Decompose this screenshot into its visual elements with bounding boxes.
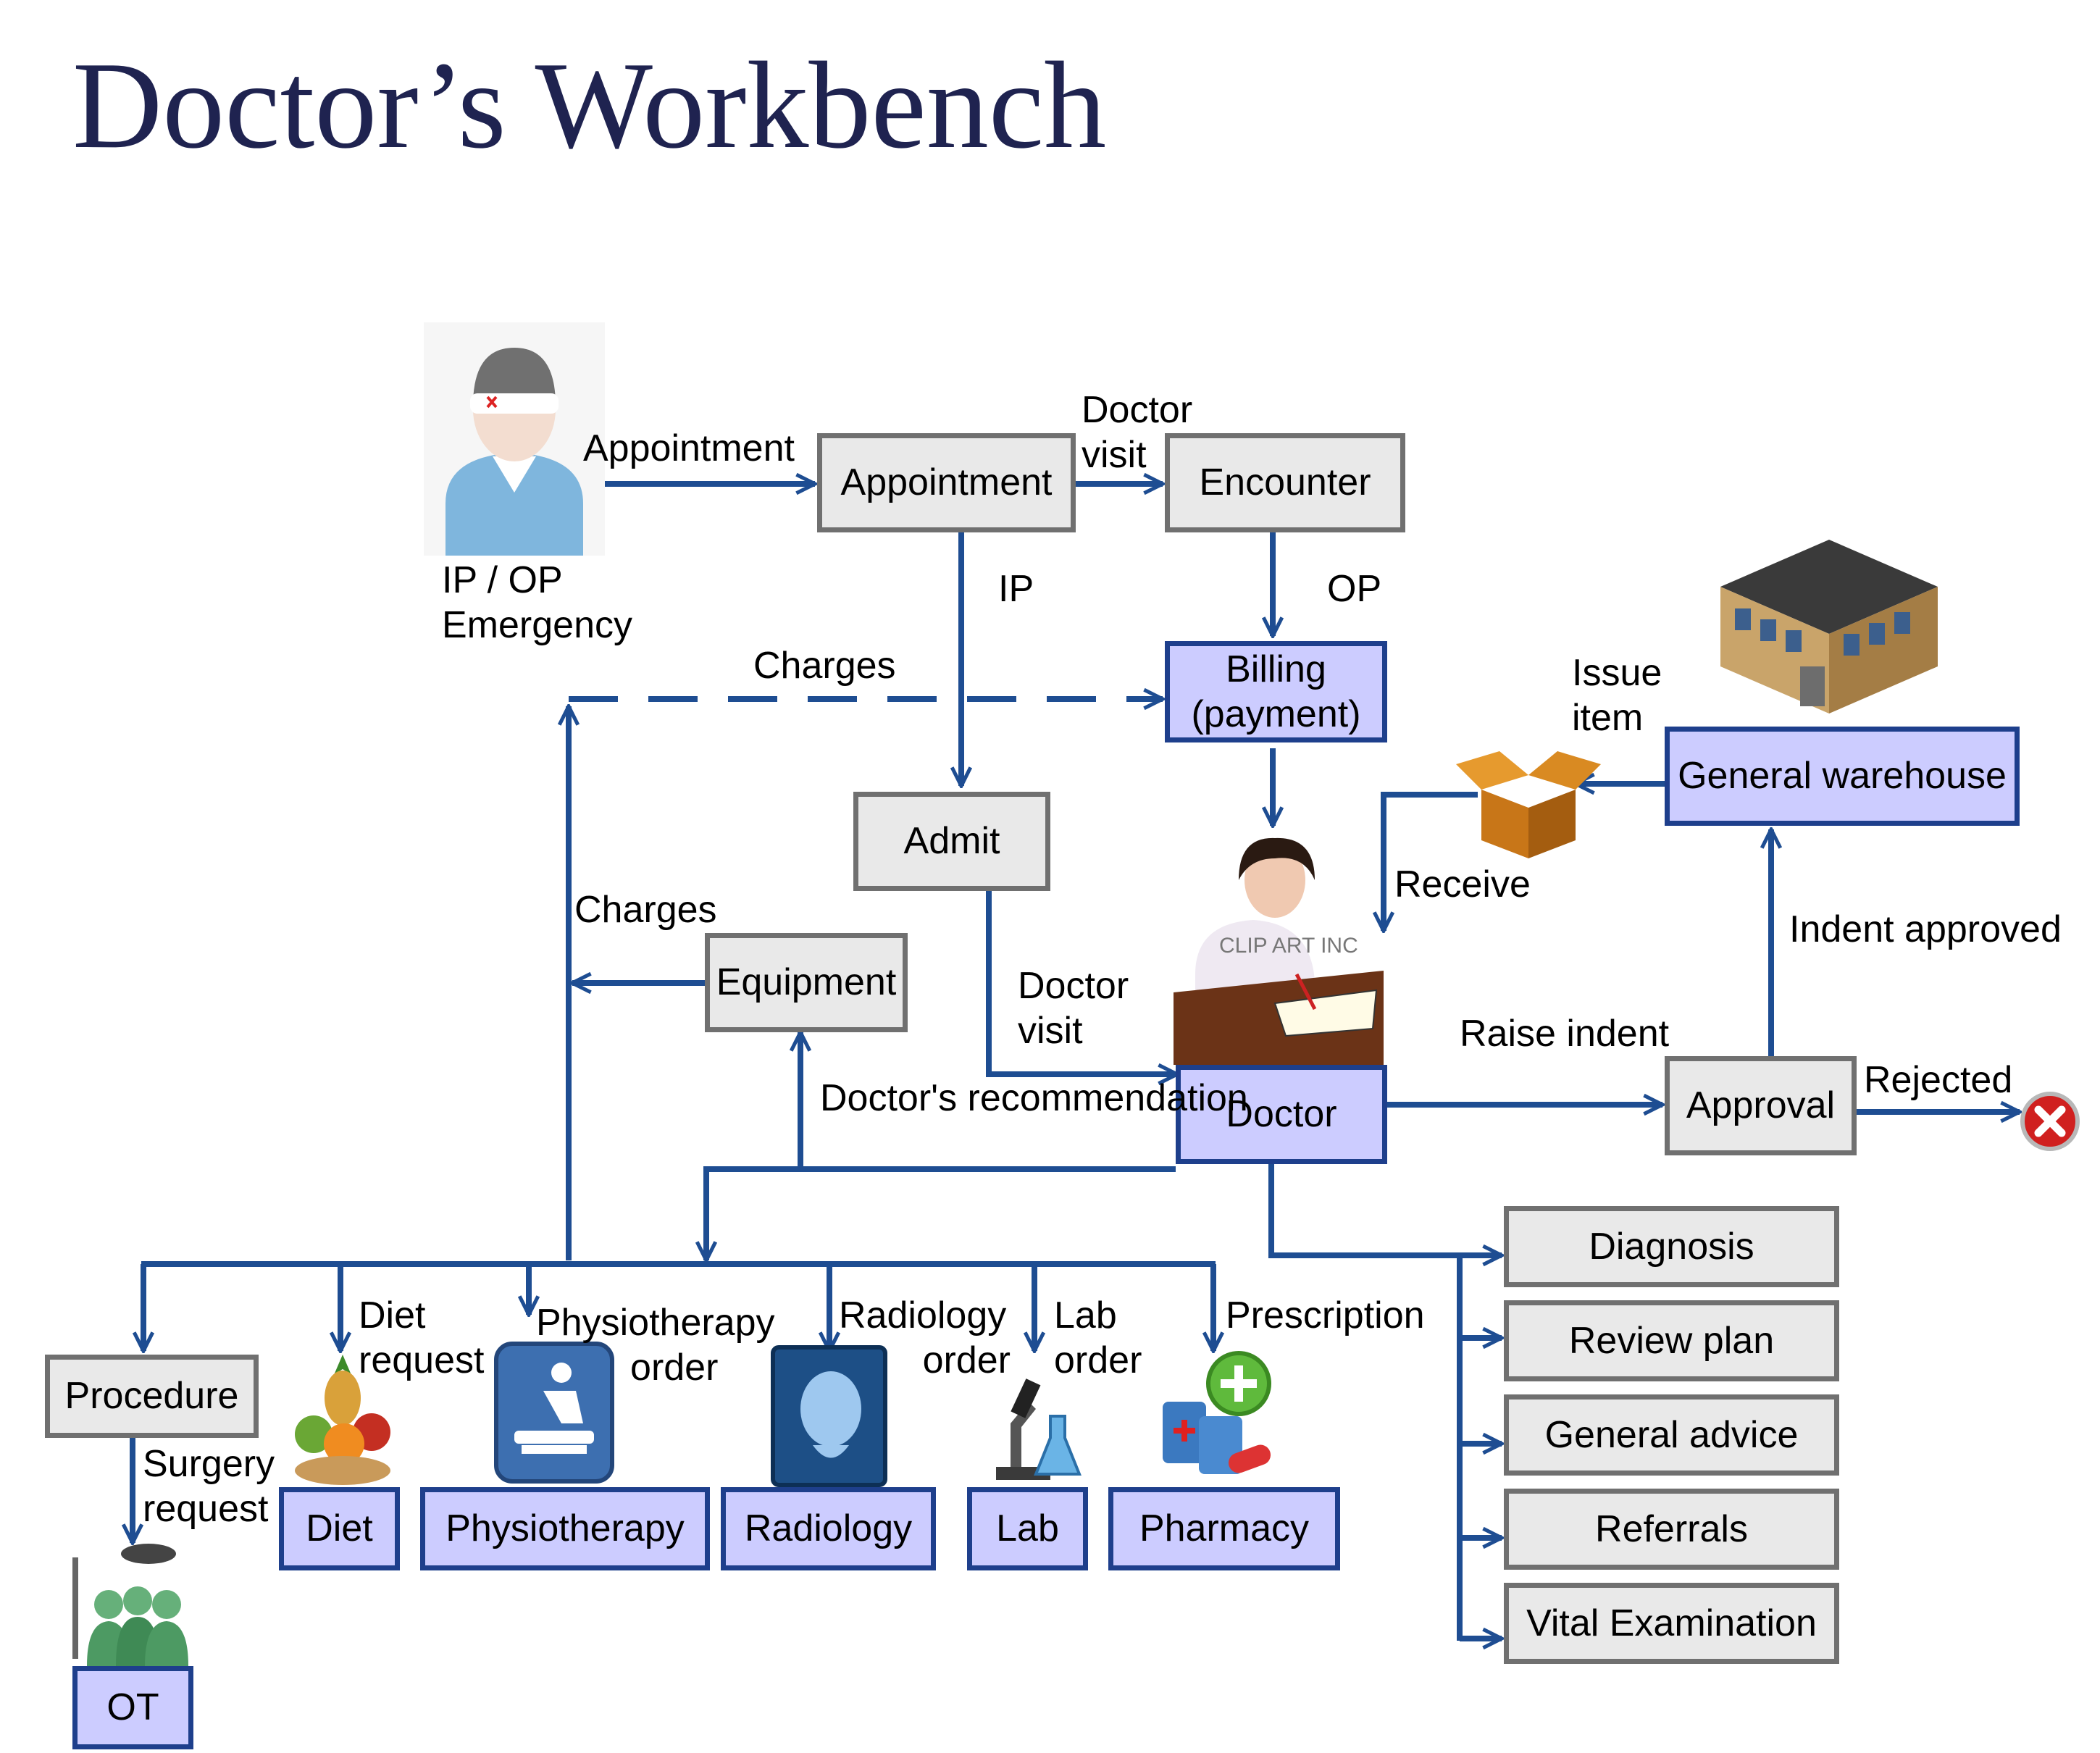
xray-head-icon	[771, 1345, 887, 1487]
clipart-watermark: CLIP ART INC	[1219, 934, 1358, 958]
label-radiology-order: Radiology order	[839, 1294, 1011, 1382]
vital-examination-box[interactable]: Vital Examination	[1504, 1583, 1839, 1664]
surgery-team-icon	[72, 1544, 188, 1666]
label-doctor-visit-top: Doctor visit	[1082, 389, 1193, 477]
referrals-box[interactable]: Referrals	[1504, 1489, 1839, 1570]
fruit-basket-icon	[295, 1355, 390, 1485]
radiology-box[interactable]: Radiology	[721, 1487, 936, 1570]
label-indent-approved: Indent approved	[1789, 908, 2062, 950]
cardboard-box-icon	[1456, 751, 1601, 858]
label-op: OP	[1327, 568, 1382, 610]
equipment-box[interactable]: Equipment	[705, 933, 908, 1032]
label-patient-type: IP / OP Emergency	[442, 559, 632, 647]
general-advice-box[interactable]: General advice	[1504, 1394, 1839, 1476]
label-prescription: Prescription	[1226, 1294, 1425, 1336]
appointment-box[interactable]: Appointment	[817, 433, 1076, 532]
billing-box[interactable]: Billing (payment)	[1165, 641, 1387, 742]
approval-box[interactable]: Approval	[1665, 1056, 1857, 1155]
medicine-bottles-icon	[1163, 1351, 1271, 1474]
warehouse-building-icon	[1720, 540, 1938, 714]
label-diet-request: Diet request	[359, 1294, 485, 1382]
label-physiotherapy-order: Physiotherapy order	[536, 1302, 775, 1389]
lab-box[interactable]: Lab	[967, 1487, 1088, 1570]
general-warehouse-box[interactable]: General warehouse	[1665, 727, 2020, 826]
physiotherapy-icon	[494, 1342, 614, 1484]
doctor-box[interactable]: Doctor	[1176, 1065, 1387, 1164]
label-doctor-visit-mid: Doctor visit	[1018, 965, 1129, 1053]
label-issue-item: Issue item	[1572, 652, 1662, 740]
microscope-flask-icon	[996, 1378, 1082, 1480]
page-title: Doctor’s Workbench	[72, 37, 1107, 175]
label-lab-order: Lab order	[1054, 1294, 1142, 1382]
diet-box[interactable]: Diet	[279, 1487, 400, 1570]
diagnosis-box[interactable]: Diagnosis	[1504, 1206, 1839, 1287]
arrow-doctor-to-bus	[706, 1166, 1176, 1260]
pharmacy-box[interactable]: Pharmacy	[1108, 1487, 1340, 1570]
label-doctors-recommendation: Doctor's recommendation	[820, 1077, 1248, 1119]
label-charges-top: Charges	[753, 645, 896, 687]
physiotherapy-box[interactable]: Physiotherapy	[420, 1487, 710, 1570]
label-appointment: Appointment	[583, 427, 795, 469]
label-receive: Receive	[1394, 863, 1531, 905]
encounter-box[interactable]: Encounter	[1165, 433, 1405, 532]
ot-box[interactable]: OT	[72, 1666, 193, 1749]
label-ip: IP	[998, 568, 1034, 610]
patient-icon	[424, 322, 605, 556]
doctor-writing-icon: CLIP ART INC	[1174, 837, 1384, 1065]
arrow-admit-to-doctor	[986, 890, 1177, 1074]
arrow-box-to-doctor	[1384, 792, 1478, 931]
red-x-icon	[2020, 1092, 2080, 1151]
arrow-doctor-to-list	[1268, 1164, 1502, 1255]
review-plan-box[interactable]: Review plan	[1504, 1300, 1839, 1381]
label-raise-indent: Raise indent	[1460, 1013, 1670, 1055]
label-rejected: Rejected	[1864, 1059, 2013, 1101]
label-surgery-request: Surgery request	[143, 1443, 275, 1531]
label-charges-left: Charges	[574, 889, 717, 931]
procedure-box[interactable]: Procedure	[45, 1355, 259, 1438]
admit-box[interactable]: Admit	[853, 792, 1050, 891]
